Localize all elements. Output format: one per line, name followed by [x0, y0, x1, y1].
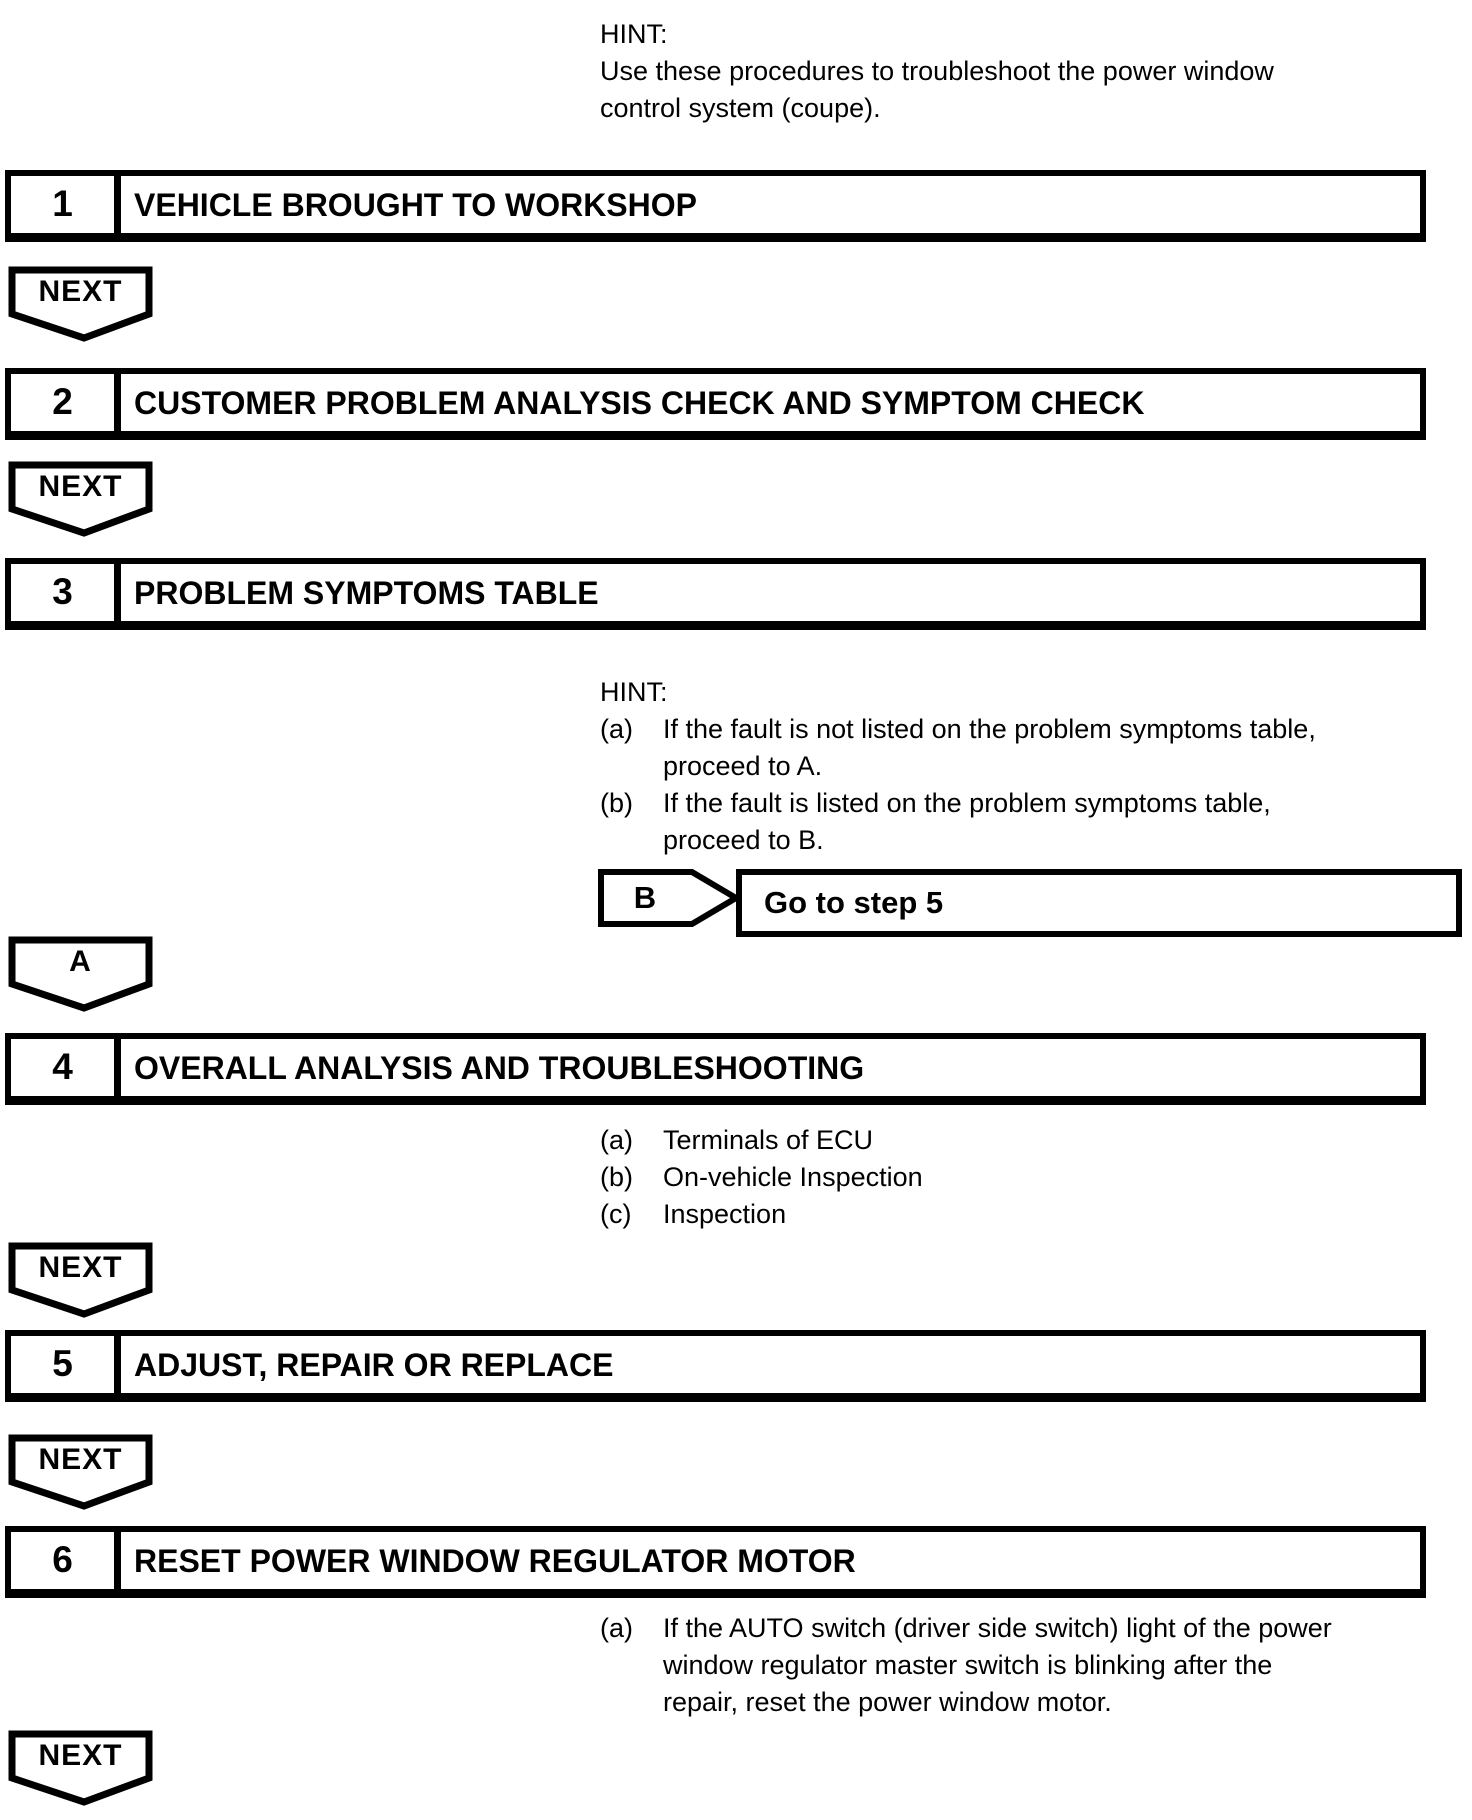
hint-item-a: (a) If the fault is not listed on the pr…: [600, 711, 1316, 785]
step-number: 5: [11, 1336, 121, 1393]
step3-hint-block: HINT: (a) If the fault is not listed on …: [600, 674, 1316, 859]
top-hint-block: HINT: Use these procedures to troublesho…: [600, 16, 1274, 127]
step-box-2: 2 CUSTOMER PROBLEM ANALYSIS CHECK AND SY…: [5, 368, 1426, 440]
note-line: repair, reset the power window motor.: [663, 1687, 1112, 1717]
down-arrow-icon: [8, 936, 153, 1012]
down-arrow-icon: [8, 461, 153, 537]
step6-note: (a) If the AUTO switch (driver side swit…: [600, 1610, 1332, 1721]
list-item-text: If the fault is listed on the problem sy…: [663, 785, 1316, 859]
note-line: If the AUTO switch (driver side switch) …: [663, 1613, 1332, 1643]
list-item-marker: (a): [600, 1613, 633, 1643]
list-item-marker: (a): [600, 714, 633, 744]
step-box-5: 5 ADJUST, REPAIR OR REPLACE: [5, 1330, 1426, 1402]
branch-b-label: B: [633, 880, 657, 915]
list-item-text: On-vehicle Inspection: [663, 1162, 923, 1192]
hint-line: proceed to A.: [663, 751, 823, 781]
step-title: RESET POWER WINDOW REGULATOR MOTOR: [134, 1543, 856, 1579]
next-arrow-3: NEXT: [8, 1242, 153, 1326]
step-number: 4: [11, 1039, 121, 1096]
list-item-text: If the AUTO switch (driver side switch) …: [663, 1610, 1332, 1721]
step-number: 6: [11, 1532, 121, 1589]
list-item: (a) Terminals of ECU: [600, 1122, 923, 1159]
hint-heading: HINT:: [600, 677, 668, 707]
list-item: (c) Inspection: [600, 1196, 923, 1233]
step-title: PROBLEM SYMPTOMS TABLE: [134, 575, 599, 611]
step-number: 1: [11, 176, 121, 233]
hint-line: If the fault is not listed on the proble…: [663, 714, 1316, 744]
down-arrow-icon: [8, 1242, 153, 1318]
hint-line: If the fault is listed on the problem sy…: [663, 788, 1271, 818]
branch-a-arrow: A: [8, 936, 153, 1020]
step-number: 2: [11, 374, 121, 431]
right-arrow-icon: [598, 869, 740, 927]
next-arrow-4: NEXT: [8, 1434, 153, 1518]
list-item-text: Terminals of ECU: [663, 1125, 874, 1155]
next-arrow-label: NEXT: [38, 1251, 123, 1284]
next-arrow-1: NEXT: [8, 266, 153, 350]
branch-b-arrow: B: [598, 869, 740, 927]
step-title: VEHICLE BROUGHT TO WORKSHOP: [134, 187, 697, 223]
list-item-text: If the fault is not listed on the proble…: [663, 711, 1316, 785]
step-box-3: 3 PROBLEM SYMPTOMS TABLE: [5, 558, 1426, 630]
step4-list: (a) Terminals of ECU (b) On-vehicle Insp…: [600, 1122, 923, 1233]
list-item: (b) On-vehicle Inspection: [600, 1159, 923, 1196]
step-box-4: 4 OVERALL ANALYSIS AND TROUBLESHOOTING: [5, 1033, 1426, 1105]
hint-item-b: (b) If the fault is listed on the proble…: [600, 785, 1316, 859]
list-item-marker: (b): [600, 788, 633, 818]
list-item-marker: (a): [600, 1125, 633, 1155]
list-item-marker: (c): [600, 1199, 632, 1229]
next-arrow-label: NEXT: [38, 1443, 123, 1476]
down-arrow-icon: [8, 1434, 153, 1510]
branch-b-action-text: Go to step 5: [764, 885, 944, 920]
branch-b-action-box: Go to step 5: [736, 869, 1462, 937]
list-item-text: Inspection: [663, 1199, 787, 1229]
next-arrow-label: NEXT: [38, 470, 123, 503]
step-title: ADJUST, REPAIR OR REPLACE: [134, 1347, 614, 1383]
note-line: window regulator master switch is blinki…: [663, 1650, 1273, 1680]
hint-line: Use these procedures to troubleshoot the…: [600, 56, 1274, 86]
step-number: 3: [11, 564, 121, 621]
next-arrow-label: NEXT: [38, 1739, 123, 1772]
down-arrow-icon: [8, 266, 153, 342]
hint-heading: HINT:: [600, 19, 668, 49]
next-arrow-5: NEXT: [8, 1730, 153, 1814]
next-arrow-2: NEXT: [8, 461, 153, 545]
step-title: CUSTOMER PROBLEM ANALYSIS CHECK AND SYMP…: [134, 385, 1145, 421]
down-arrow-icon: [8, 1730, 153, 1806]
hint-line: proceed to B.: [663, 825, 824, 855]
list-item-marker: (b): [600, 1162, 633, 1192]
hint-line: control system (coupe).: [600, 93, 881, 123]
step-box-1: 1 VEHICLE BROUGHT TO WORKSHOP: [5, 170, 1426, 242]
next-arrow-label: NEXT: [38, 275, 123, 308]
branch-a-label: A: [69, 945, 92, 978]
step-title: OVERALL ANALYSIS AND TROUBLESHOOTING: [134, 1050, 865, 1086]
list-item: (a) If the AUTO switch (driver side swit…: [600, 1610, 1332, 1721]
step-box-6: 6 RESET POWER WINDOW REGULATOR MOTOR: [5, 1526, 1426, 1598]
